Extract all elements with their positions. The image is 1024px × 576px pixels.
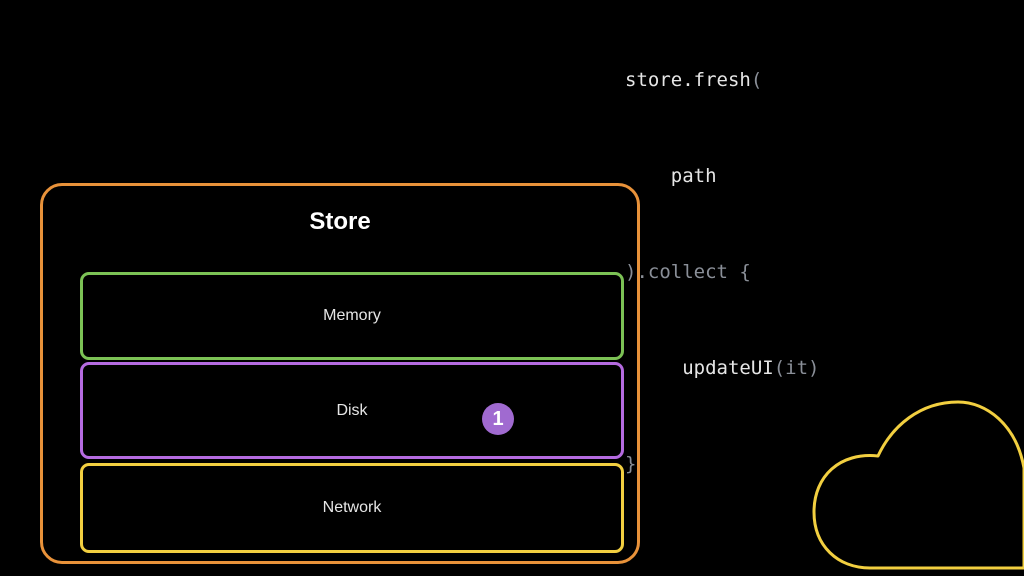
code-text: path [625,165,717,187]
memory-layer: Memory [80,272,624,360]
code-text: updateUI [625,357,774,379]
code-line: store.fresh( [625,64,819,96]
code-text: } [625,453,637,475]
code-line: path [625,160,819,192]
code-text: store.fresh [625,69,751,91]
code-snippet: store.fresh( path ).collect { updateUI(i… [625,0,819,512]
network-label: Network [322,499,382,516]
store-title: Store [309,208,371,235]
memory-label: Memory [323,307,381,324]
step-badge: 1 [482,403,514,435]
code-punct: ( [750,69,763,91]
code-punct: { [739,261,751,283]
store-container: Store Memory Disk 1 Network [40,183,640,564]
code-line: updateUI(it) [625,352,819,384]
code-punct: (it) [773,357,820,379]
code-line: } [625,448,819,480]
disk-label: Disk [336,401,368,419]
code-line: ).collect { [625,256,819,288]
network-layer: Network [80,463,624,553]
cloud-icon [812,400,1024,570]
code-text: ).collect [625,261,740,283]
disk-layer: Disk 1 [80,362,624,459]
